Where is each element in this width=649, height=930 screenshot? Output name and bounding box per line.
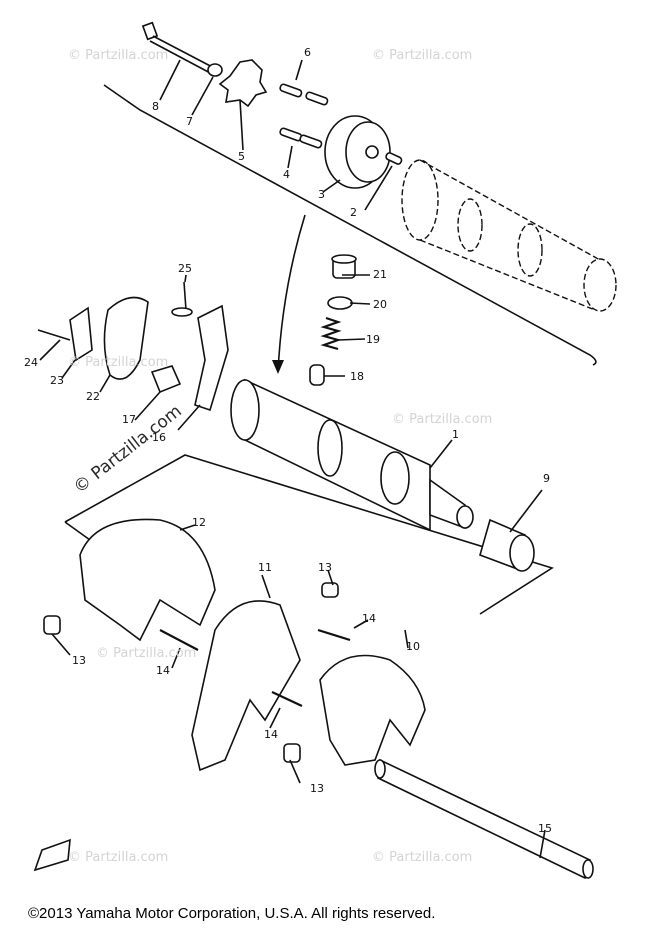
callout-number: 8 (152, 100, 159, 113)
callout-number: 18 (350, 370, 364, 383)
callout-number: 1 (452, 428, 459, 441)
copyright-notice: ©2013 Yamaha Motor Corporation, U.S.A. A… (28, 905, 436, 922)
callout-number: 23 (50, 374, 64, 387)
part-2-pin (385, 152, 403, 165)
callout-number: 16 (152, 431, 166, 444)
callout-number: 11 (258, 561, 272, 574)
phantom-shift-drum (401, 159, 617, 312)
callout-number: 3 (318, 188, 325, 201)
part-20-lever (194, 304, 229, 412)
part-14-pin-b (159, 629, 199, 651)
callout-number: 13 (310, 782, 324, 795)
part-25-pin (171, 281, 193, 317)
callout-number: 10 (406, 640, 420, 653)
callout-number: 21 (373, 268, 387, 281)
callout-number: 14 (156, 664, 170, 677)
part-14-pin-c (271, 691, 303, 707)
callout-number: 25 (178, 262, 192, 275)
callout-number: 14 (264, 728, 278, 741)
part-15-fork-shaft (374, 758, 594, 880)
callout-number: 22 (86, 390, 100, 403)
callout-number: 14 (362, 612, 376, 625)
callout-number: 20 (373, 298, 387, 311)
watermark-text: © Partzilla.com (372, 48, 473, 63)
callout-number: 5 (238, 150, 245, 163)
watermark-text: © Partzilla.com (68, 48, 169, 63)
part-6-pins (279, 83, 329, 106)
part-11-shift-fork (191, 600, 301, 772)
part-23-plate (69, 306, 93, 362)
front-arrow-icon (33, 838, 71, 872)
part-7-washer (207, 63, 223, 77)
callout-number: 24 (24, 356, 38, 369)
part-22-segment (103, 296, 149, 380)
part-13-pin-c (283, 743, 301, 763)
part-19-plug (331, 254, 357, 279)
watermark-text: © Partzilla.com (392, 412, 493, 427)
part-21-roller (150, 365, 182, 394)
part-10-shift-fork (319, 654, 426, 766)
callout-number: 15 (538, 822, 552, 835)
part-9-bearing (479, 518, 535, 572)
part-12-shift-fork (79, 518, 216, 642)
part-8-bolt (141, 21, 219, 76)
callout-number: 7 (186, 115, 193, 128)
callout-number: 17 (122, 413, 136, 426)
part-24-screw (37, 329, 71, 341)
watermark-text: © Partzilla.com (96, 646, 197, 661)
part-17-spring (320, 316, 342, 351)
watermark-text: © Partzilla.com (68, 850, 169, 865)
watermark-text: © Partzilla.com (372, 850, 473, 865)
part-16-plunger (309, 364, 325, 386)
callout-number: 4 (283, 168, 290, 181)
watermark-text: © Partzilla.com (68, 355, 169, 370)
part-18-gasket (327, 296, 353, 310)
part-3-drum-end (324, 115, 391, 189)
callout-number: 13 (72, 654, 86, 667)
part-4-pins (279, 127, 323, 149)
part-1-shift-drum (230, 378, 474, 532)
callout-number: 9 (543, 472, 550, 485)
callout-number: 2 (350, 206, 357, 219)
part-13-pin-a (321, 582, 339, 598)
part-13-pin-b (43, 615, 61, 635)
callout-number: 13 (318, 561, 332, 574)
part-5-star-plate (218, 59, 268, 108)
part-14-pin-a (317, 628, 351, 642)
callout-number: 12 (192, 516, 206, 529)
callout-number: 6 (304, 46, 311, 59)
callout-number: 19 (366, 333, 380, 346)
